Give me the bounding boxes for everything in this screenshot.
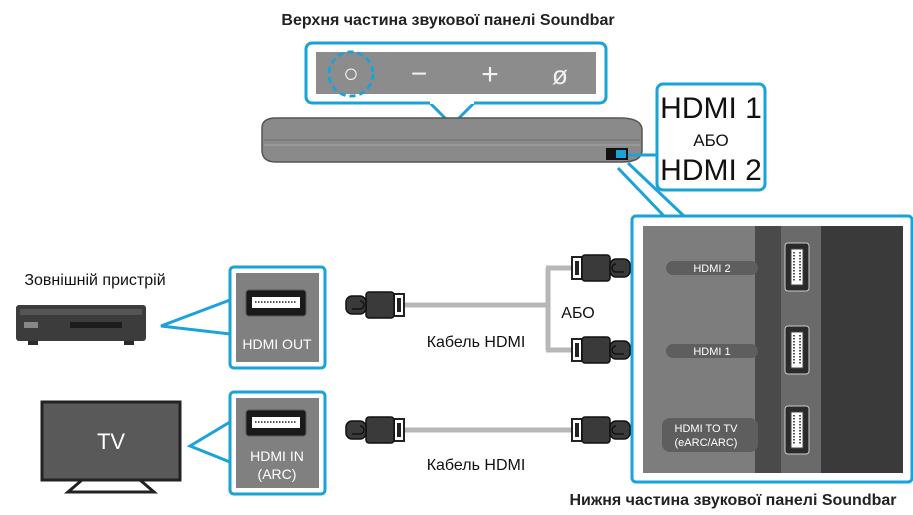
hdmi-plug-soundbar-hdmi2	[571, 254, 631, 282]
power-button-highlight	[327, 50, 375, 98]
top-panel-title: Верхня частина звукової панелі Soundbar	[281, 12, 614, 29]
bottom-panel-title: Нижня частина звукової панелі Soundbar	[570, 492, 897, 509]
hdmi-plug-soundbar-hdmi1	[571, 336, 631, 364]
hdmi-plug-external-device	[345, 291, 405, 319]
hdmi-plug-tv	[345, 416, 405, 444]
volume-down-button[interactable]: −	[411, 58, 427, 89]
hdmi-in-arc-port-callout: HDMI IN (ARC)	[228, 390, 327, 496]
cable-label-top: Кабель HDMI	[427, 334, 526, 351]
or-label: АБО	[561, 305, 594, 322]
tv: TV	[40, 400, 182, 494]
port-label-earc: (eARC/ARC)	[675, 437, 738, 449]
power-button[interactable]: ○	[343, 58, 359, 88]
hdmi-callout: HDMI 1 АБО HDMI 2	[628, 82, 767, 192]
port-label-hdmi-to-tv: HDMI TO TV	[675, 423, 739, 435]
callout-hdmi2: HDMI 2	[660, 154, 762, 187]
hdmi-out-label: HDMI OUT	[242, 336, 312, 352]
volume-up-button[interactable]: +	[481, 58, 499, 91]
external-device	[16, 305, 146, 345]
tv-label: TV	[97, 429, 125, 454]
soundbar-rear-panel: HDMI 2 HDMI 1 HDMI TO TV (eARC/ARC)	[630, 214, 913, 484]
hdmi-plug-soundbar-tv	[571, 416, 631, 444]
top-button-panel: ○ − + ø	[304, 41, 608, 128]
port-label-hdmi1: HDMI 1	[693, 346, 730, 358]
hdmi-in-label: HDMI IN	[250, 448, 304, 464]
arc-label: (ARC)	[258, 466, 297, 482]
port-label-hdmi2: HDMI 2	[693, 263, 730, 275]
callout-hdmi1: HDMI 1	[660, 92, 762, 125]
callout-or: АБО	[693, 131, 729, 150]
external-device-label: Зовнішній пристрій	[24, 272, 165, 289]
soundbar	[261, 117, 643, 163]
source-button[interactable]: ø	[552, 60, 568, 90]
cable-label-bottom: Кабель HDMI	[427, 457, 526, 474]
hdmi-out-port-callout: HDMI OUT	[228, 265, 327, 370]
